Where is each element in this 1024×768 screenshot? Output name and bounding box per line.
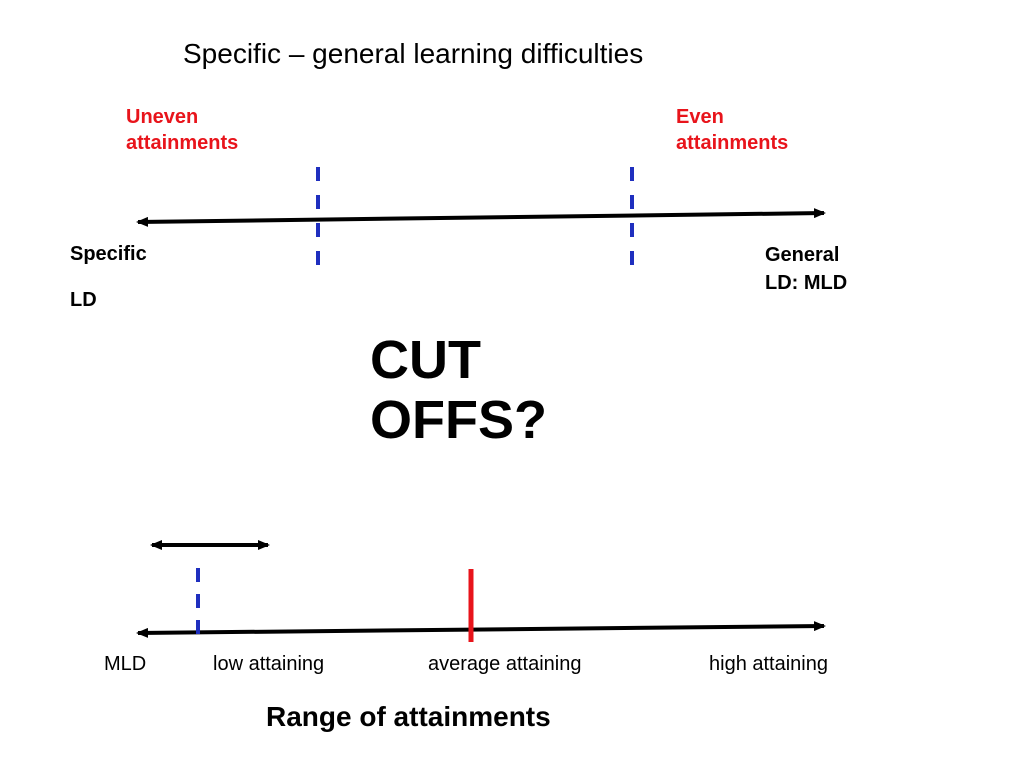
even-attainments-label: Even attainments <box>676 104 788 156</box>
attainment-scale-arrow <box>136 621 826 638</box>
general-ld-label-line-2: LD: MLD <box>765 272 848 294</box>
cut-offs-line-1: CUT <box>370 330 481 390</box>
even-attainments-label-line-2: attainments <box>676 132 789 154</box>
top-scale-arrow <box>136 208 826 227</box>
range-of-attainments-caption: Range of attainments <box>266 701 551 732</box>
uneven-attainments-label-line-1: Uneven <box>126 106 199 128</box>
specific-ld-label-line-1: Specific <box>70 243 147 265</box>
mld-label: MLD <box>104 653 147 675</box>
uneven-attainments-label: Uneven attainments <box>126 104 238 156</box>
cut-offs-line-2: OFFS? <box>370 390 547 450</box>
even-attainments-label-line-1: Even <box>676 106 724 128</box>
cut-offs-question: CUT OFFS? <box>370 330 547 450</box>
average-attaining-label: average attaining <box>428 653 582 675</box>
low-attaining-label: low attaining <box>213 653 325 675</box>
uneven-attainments-label-line-2: attainments <box>126 132 239 154</box>
general-ld-label: General LD: MLD <box>765 241 847 297</box>
general-ld-label-line-1: General <box>765 244 840 266</box>
high-attaining-label: high attaining <box>709 653 828 675</box>
specific-ld-label-line-2: LD <box>70 289 97 311</box>
slide-title: Specific – general learning difficulties <box>183 38 644 69</box>
